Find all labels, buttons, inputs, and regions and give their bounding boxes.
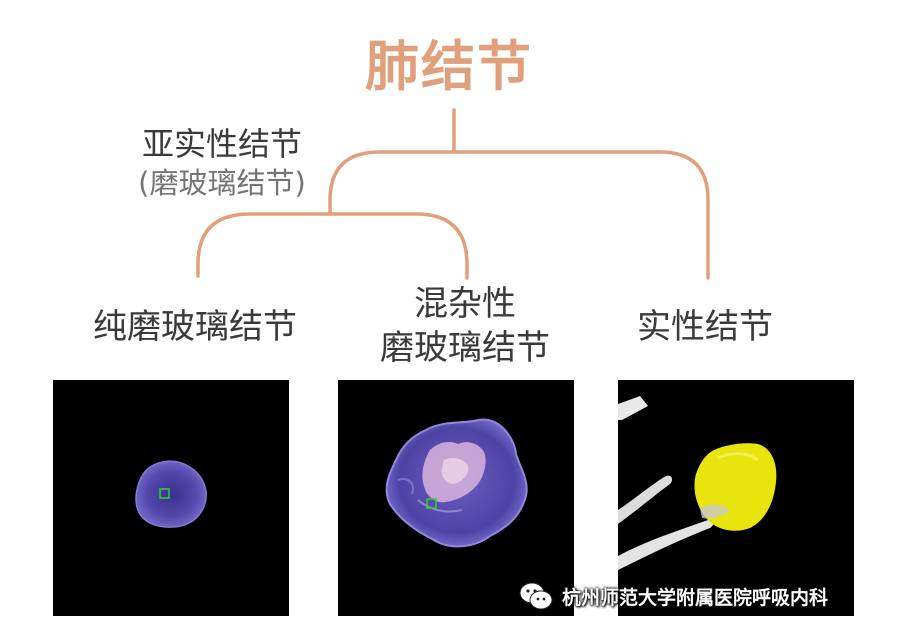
mixed-ggn-label-line2: 磨玻璃结节 [380, 328, 550, 368]
wechat-icon [519, 582, 553, 610]
mixed-ggn-label: 混杂性 磨玻璃结节 [330, 282, 600, 370]
pure-ggn-label: 纯磨玻璃结节 [93, 307, 297, 347]
solid-nodule-image [618, 380, 854, 616]
pure-ggn-image [53, 380, 289, 616]
diagram-title: 肺结节 [365, 35, 533, 98]
classification-tree [196, 108, 710, 280]
tree-top-branch [328, 150, 710, 280]
subsolid-nodule-label: 亚实性结节 [141, 125, 302, 163]
mixed-ggn-image [338, 380, 574, 616]
solid-nodule-label: 实性结节 [637, 307, 773, 347]
subsolid-nodule-sublabel: (磨玻璃结节) [138, 166, 306, 200]
watermark-text: 杭州师范大学附属医院呼吸内科 [562, 586, 829, 609]
tree-subsolid-branch [196, 212, 469, 280]
mixed-ggn-label-line1: 混杂性 [414, 284, 516, 324]
watermark: 杭州师范大学附属医院呼吸内科 [518, 576, 828, 616]
